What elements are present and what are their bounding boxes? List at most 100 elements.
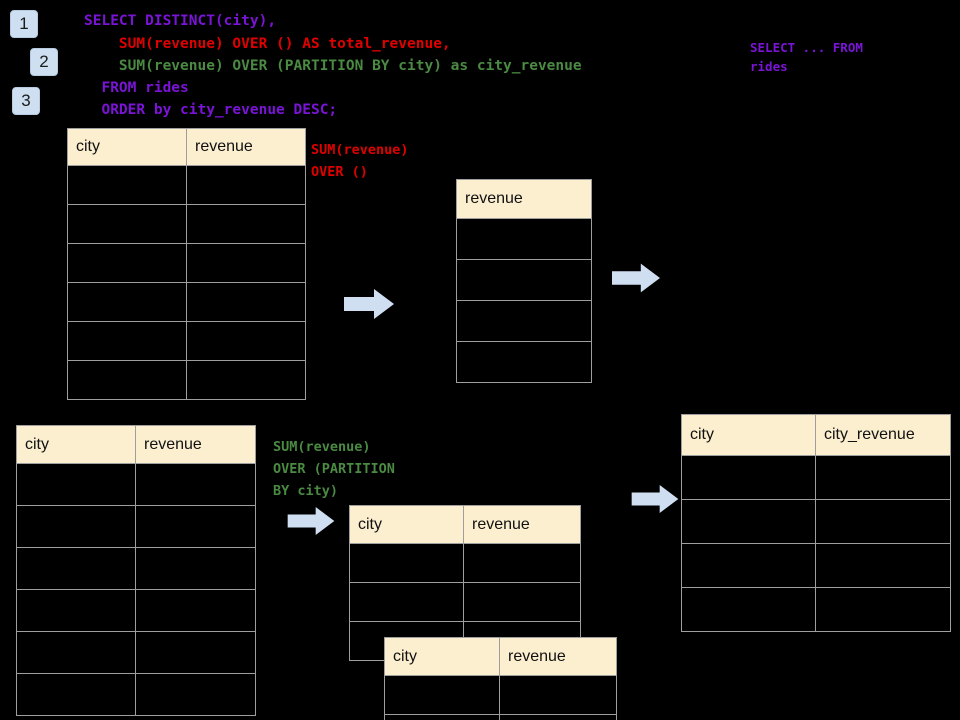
table-cell	[16, 673, 136, 716]
table-cell	[456, 341, 592, 383]
table-cell	[135, 463, 256, 506]
table-cell	[135, 673, 256, 716]
table-row	[67, 165, 306, 205]
column-header-city: city	[16, 425, 136, 464]
table-cell	[456, 259, 592, 301]
table-cell	[681, 499, 816, 544]
table-row	[384, 675, 617, 715]
annotation-sum-over-empty: SUM(revenue) OVER ()	[311, 142, 409, 180]
column-header-city: city	[349, 505, 464, 544]
annotation-select-from-rides: SELECT ... FROM rides	[750, 40, 863, 74]
table-cell	[186, 321, 306, 361]
table-cell	[186, 243, 306, 283]
table-cell	[681, 455, 816, 500]
table-row	[16, 631, 256, 674]
table-cell	[135, 547, 256, 590]
table-cell	[463, 543, 581, 583]
arrow-rides-to-partition	[287, 507, 335, 535]
table-cell	[16, 631, 136, 674]
table-cell	[67, 243, 187, 283]
table-cell	[135, 631, 256, 674]
table-row	[67, 360, 306, 400]
table-cell	[16, 505, 136, 548]
table-cell	[16, 463, 136, 506]
table-row	[349, 582, 581, 622]
table-cell	[456, 218, 592, 260]
table-row	[681, 455, 951, 500]
sql-line-select-distinct: SELECT DISTINCT(city),	[84, 13, 277, 29]
column-header-city: city	[681, 414, 816, 456]
table-row	[456, 259, 592, 301]
table-row	[681, 499, 951, 544]
table-cell	[186, 204, 306, 244]
table-cell	[815, 455, 951, 500]
step-badge-2: 2	[30, 48, 58, 76]
column-header-city-revenue: city_revenue	[815, 414, 951, 456]
table-cell	[499, 714, 617, 720]
sql-line-order-by: ORDER by city_revenue DESC;	[84, 102, 338, 118]
rides-source-table-top: city revenue	[67, 128, 306, 400]
column-header-revenue: revenue	[456, 179, 592, 219]
step-badge-1: 1	[10, 10, 38, 38]
table-row	[456, 218, 592, 260]
table-row	[456, 341, 592, 383]
table-cell	[349, 582, 464, 622]
table-cell	[499, 675, 617, 715]
table-cell	[186, 282, 306, 322]
column-header-revenue: revenue	[186, 128, 306, 166]
total-revenue-table: revenue	[456, 179, 592, 383]
table-row	[16, 673, 256, 716]
table-row	[67, 321, 306, 361]
sql-line-city-revenue: SUM(revenue) OVER (PARTITION BY city) as…	[84, 58, 582, 74]
table-cell	[16, 547, 136, 590]
table-cell	[186, 360, 306, 400]
table-cell	[463, 582, 581, 622]
table-header-row: city revenue	[16, 425, 256, 464]
table-cell	[135, 505, 256, 548]
table-cell	[67, 321, 187, 361]
table-row	[67, 204, 306, 244]
table-cell	[681, 543, 816, 588]
column-header-revenue: revenue	[499, 637, 617, 676]
table-row	[16, 463, 256, 506]
table-row	[16, 547, 256, 590]
table-cell	[67, 360, 187, 400]
table-cell	[67, 165, 187, 205]
sql-line-from-rides: FROM rides	[84, 80, 189, 96]
table-header-row: city revenue	[67, 128, 306, 166]
table-row	[67, 282, 306, 322]
table-row	[349, 543, 581, 583]
table-header-row: city revenue	[384, 637, 617, 676]
table-cell	[681, 587, 816, 632]
table-cell	[135, 589, 256, 632]
table-cell	[815, 499, 951, 544]
table-header-row: city city_revenue	[681, 414, 951, 456]
arrow-rides-to-total-revenue	[344, 289, 394, 319]
table-row	[16, 589, 256, 632]
table-row	[67, 243, 306, 283]
table-header-row: revenue	[456, 179, 592, 219]
table-cell	[186, 165, 306, 205]
step-badge-3: 3	[12, 87, 40, 115]
sql-line-total-revenue: SUM(revenue) OVER () AS total_revenue,	[84, 36, 451, 52]
table-cell	[384, 714, 500, 720]
table-row	[681, 543, 951, 588]
table-cell	[16, 589, 136, 632]
table-cell	[67, 204, 187, 244]
column-header-revenue: revenue	[135, 425, 256, 464]
table-cell	[384, 675, 500, 715]
table-row	[16, 505, 256, 548]
partition-group-table-front: city revenue	[384, 637, 617, 720]
column-header-city: city	[67, 128, 187, 166]
table-cell	[67, 282, 187, 322]
arrow-partition-to-result	[631, 485, 679, 513]
table-header-row: city revenue	[349, 505, 581, 544]
table-cell	[815, 587, 951, 632]
column-header-city: city	[384, 637, 500, 676]
arrow-total-revenue-to-result	[612, 263, 660, 293]
rides-source-table-bottom: city revenue	[16, 425, 256, 716]
table-cell	[349, 543, 464, 583]
column-header-revenue: revenue	[463, 505, 581, 544]
table-row	[456, 300, 592, 342]
table-cell	[456, 300, 592, 342]
